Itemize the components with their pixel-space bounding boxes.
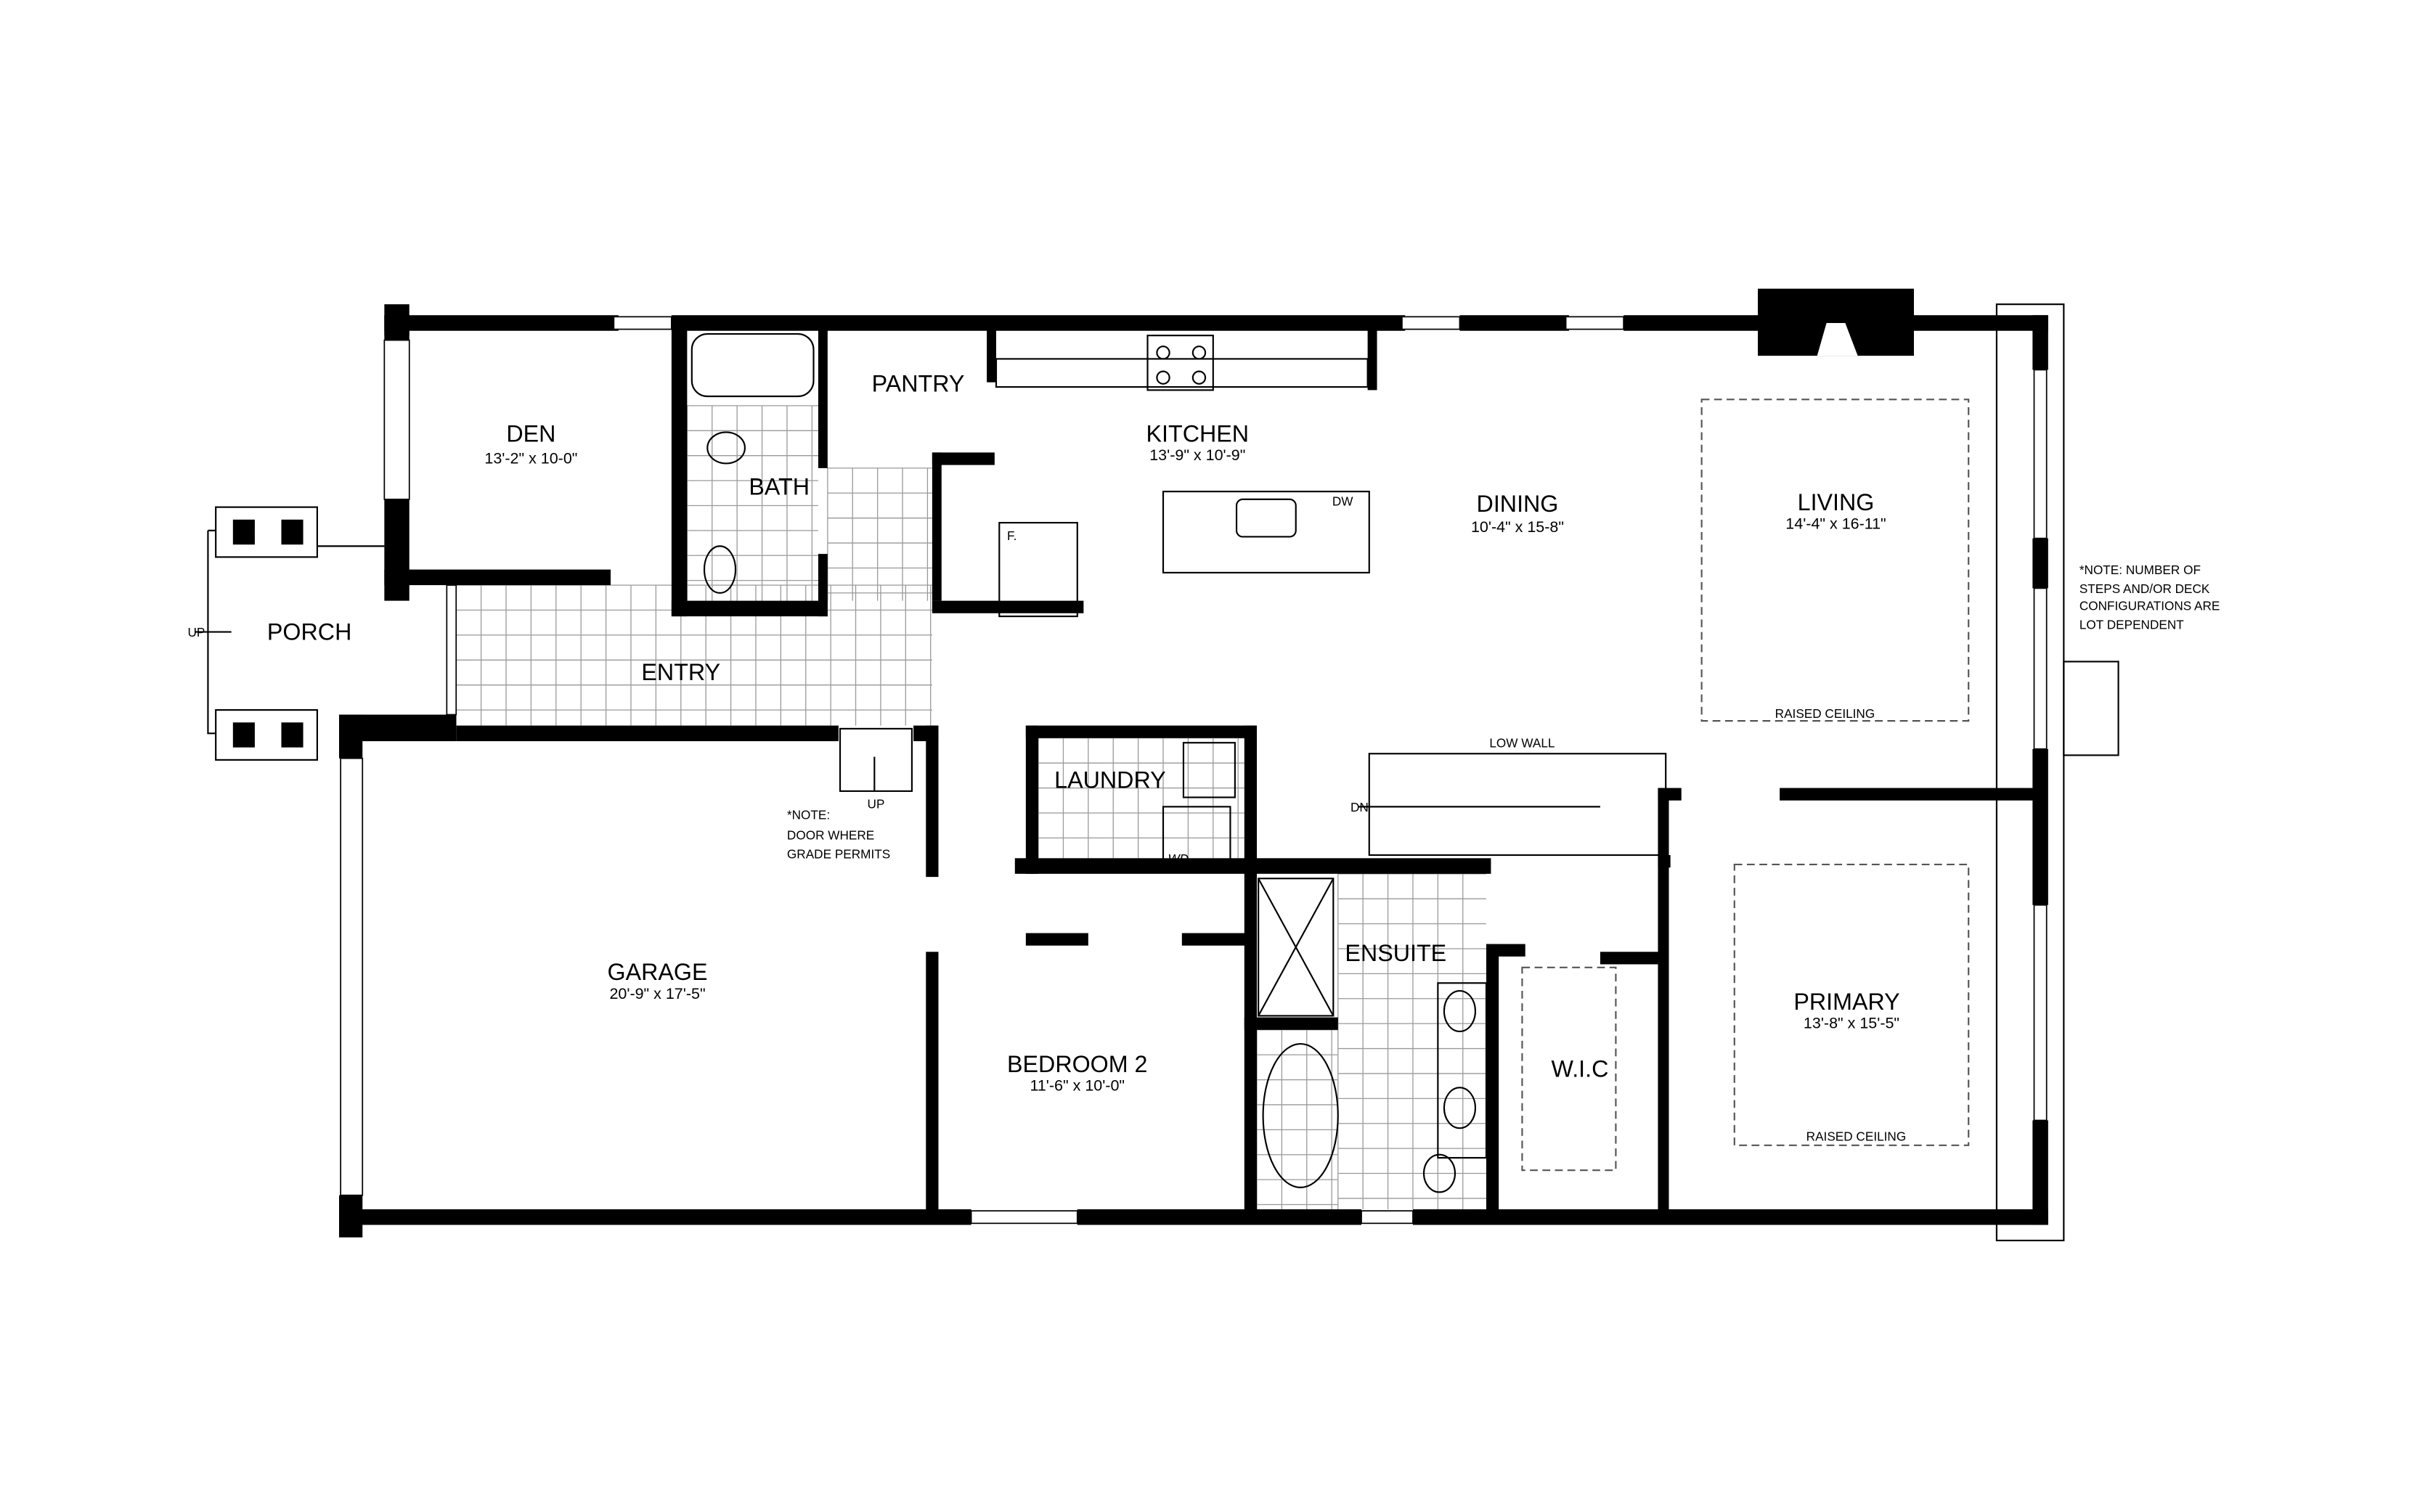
fixtures xyxy=(195,303,2119,1242)
living-size: 14'-4" x 16-11" xyxy=(1785,515,1886,533)
garage-note-1: *NOTE: xyxy=(787,808,830,822)
dishwasher-label: DW xyxy=(1332,494,1353,508)
sink xyxy=(703,545,737,594)
bedroom2-label: BEDROOM 2 xyxy=(1007,1051,1147,1077)
den-size: 13'-2" x 10-0" xyxy=(484,449,577,467)
primary-raised-ceiling xyxy=(1733,863,1970,1146)
shower xyxy=(1258,878,1335,1017)
kitchen-sink xyxy=(1235,498,1297,538)
cooktop xyxy=(1146,335,1214,391)
entry-tile-floor xyxy=(455,405,1486,1209)
kitchen-island xyxy=(1162,491,1370,573)
stair-down-label: DN xyxy=(1350,800,1369,814)
dining-label: DINING xyxy=(1477,491,1559,517)
porch-up-label: UP xyxy=(187,625,205,639)
garage-size: 20'-9" x 17'-5" xyxy=(609,985,705,1002)
garage-note-2: DOOR WHERE xyxy=(787,828,874,843)
laundry-sink xyxy=(1182,742,1236,798)
dining-size: 10'-4" x 15-8" xyxy=(1471,518,1564,536)
ensuite-label: ENSUITE xyxy=(1345,940,1446,966)
wic-label: W.I.C xyxy=(1552,1055,1609,1082)
vanity xyxy=(1437,982,1488,1159)
kitchen-size: 13'-9" x 10'-9" xyxy=(1149,446,1245,464)
laundry-label: LAUNDRY xyxy=(1054,767,1165,793)
pantry-label: PANTRY xyxy=(872,371,965,397)
bathtub xyxy=(690,332,815,398)
primary-ceiling-label: RAISED CEILING xyxy=(1806,1129,1907,1143)
low-wall-label: LOW WALL xyxy=(1489,736,1555,751)
stairs xyxy=(1368,753,1667,857)
kitchen-label: KITCHEN xyxy=(1146,420,1249,446)
primary-label: PRIMARY xyxy=(1793,989,1899,1015)
den-label: DEN xyxy=(506,420,555,446)
walls xyxy=(339,288,2048,1238)
wd-label: WD xyxy=(1168,851,1189,866)
garage-label: GARAGE xyxy=(608,959,708,985)
porch-label: PORCH xyxy=(267,618,351,645)
garage-steps xyxy=(839,727,913,792)
deck-steps xyxy=(2063,661,2119,756)
toilet xyxy=(706,431,746,465)
deck-note-3: CONFIGURATIONS ARE xyxy=(2079,599,2220,613)
living-raised-ceiling xyxy=(1700,399,1970,722)
primary-size: 13'-8" x 15'-5" xyxy=(1804,1015,1899,1032)
wic-shelving xyxy=(1521,966,1617,1172)
deck-edge xyxy=(1995,303,2065,1242)
freestanding-tub xyxy=(1262,1043,1339,1188)
living-ceiling-label: RAISED CEILING xyxy=(1775,706,1875,721)
deck-note-1: *NOTE: NUMBER OF xyxy=(2079,563,2201,577)
counter xyxy=(995,358,1369,388)
fridge-label: F. xyxy=(1007,528,1017,543)
deck-note-2: STEPS AND/OR DECK xyxy=(2079,581,2210,596)
garage-up-label: UP xyxy=(868,797,885,812)
bedroom2-size: 11'-6" x 10'-0" xyxy=(1030,1077,1125,1095)
washer-dryer xyxy=(1162,806,1231,870)
entry-label: ENTRY xyxy=(641,659,720,685)
deck-note-4: LOT DEPENDENT xyxy=(2079,617,2184,632)
garage-note-3: GRADE PERMITS xyxy=(787,846,890,861)
bath-label: BATH xyxy=(749,473,810,499)
living-label: LIVING xyxy=(1798,489,1875,515)
fridge xyxy=(998,522,1078,618)
room-labels: DEN 13'-2" x 10-0" BATH PANTRY KITCHEN 1… xyxy=(187,371,2220,1144)
